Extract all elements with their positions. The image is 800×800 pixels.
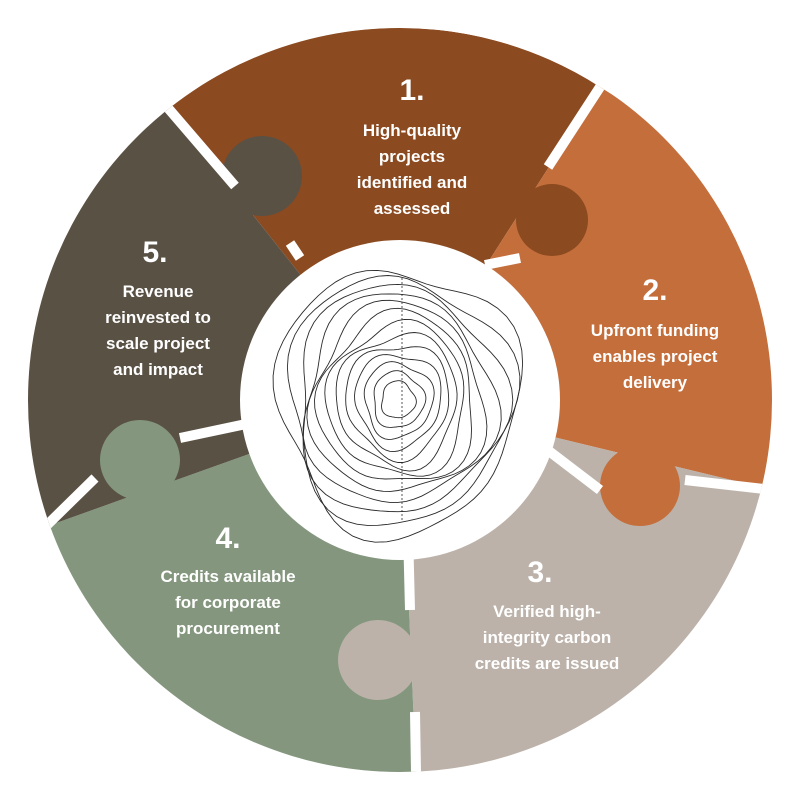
tree-ring — [314, 307, 472, 480]
tree-ring — [302, 283, 514, 513]
step-3-number: 3. — [527, 556, 552, 589]
tree-ring — [354, 354, 442, 453]
tree-ring — [272, 269, 524, 543]
tree-ring — [381, 380, 417, 419]
tree-rings-icon — [272, 269, 524, 543]
puzzle-tab-2 — [600, 446, 680, 526]
step-3-label: 3. Verified high- integrity carbon credi… — [475, 556, 620, 673]
step-labels: 1. High-quality projects identified and … — [105, 74, 719, 673]
tree-ring — [363, 361, 435, 440]
tree-ring — [286, 275, 521, 526]
step-5-label: 5. Revenue reinvested to scale project a… — [105, 236, 211, 379]
step-2-line-1: Upfront funding — [591, 321, 719, 340]
step-2-line-2: enables project — [593, 347, 718, 366]
step-5-line-1: Revenue — [123, 282, 194, 301]
step-4-line-3: procurement — [176, 619, 280, 638]
step-5-line-3: scale project — [106, 334, 210, 353]
tree-ring — [324, 318, 465, 477]
puzzle-ring — [28, 28, 772, 772]
step-2-number: 2. — [642, 274, 667, 307]
step-1-line-2: projects — [379, 147, 445, 166]
center-disc — [240, 240, 560, 560]
step-1-label: 1. High-quality projects identified and … — [357, 74, 468, 218]
step-4-number: 4. — [215, 522, 240, 555]
step-5-line-2: reinvested to — [105, 308, 211, 327]
tree-ring — [335, 332, 458, 472]
step-3-line-2: integrity carbon — [483, 628, 611, 647]
step-1-number: 1. — [399, 74, 424, 107]
tree-ring — [302, 293, 502, 503]
step-4-label: 4. Credits available for corporate procu… — [160, 522, 295, 638]
puzzle-tab-5 — [222, 136, 302, 216]
puzzle-tab-4 — [100, 420, 180, 500]
step-3-line-3: credits are issued — [475, 654, 620, 673]
step-1-line-1: High-quality — [363, 121, 462, 140]
step-1-line-3: identified and — [357, 173, 468, 192]
step-2-label: 2. Upfront funding enables project deliv… — [591, 274, 719, 392]
step-4-line-1: Credits available — [160, 567, 295, 586]
tree-ring — [373, 370, 427, 428]
puzzle-tab-1 — [516, 184, 588, 256]
step-1-line-4: assessed — [374, 199, 451, 218]
step-4-line-2: for corporate — [175, 593, 281, 612]
step-3-line-1: Verified high- — [493, 602, 601, 621]
puzzle-tab-3 — [338, 620, 418, 700]
step-2-line-3: delivery — [623, 373, 688, 392]
step-5-number: 5. — [142, 236, 167, 269]
step-5-line-4: and impact — [113, 360, 203, 379]
puzzle-piece-1 — [168, 28, 600, 400]
tree-ring — [345, 346, 450, 463]
